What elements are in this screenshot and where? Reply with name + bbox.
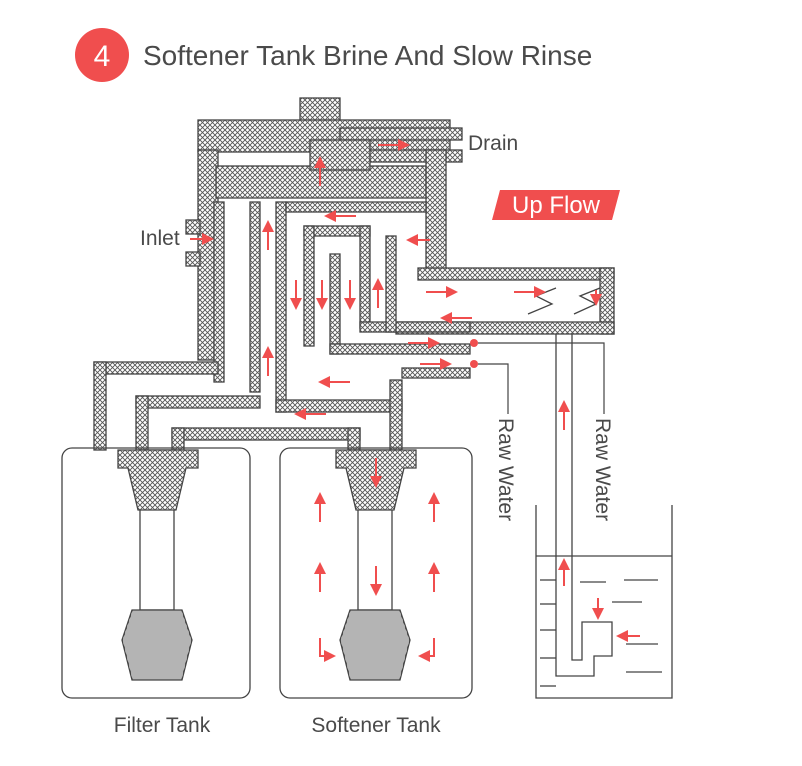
filter-outer-vertical	[93, 361, 107, 451]
step-number: 4	[94, 40, 111, 73]
filter-tank-strainer	[121, 609, 193, 681]
filter-outer-horizontal	[93, 361, 219, 375]
brine-tank	[527, 287, 673, 699]
raw-water-leader-1	[478, 363, 509, 414]
inner-right-wall	[385, 235, 397, 333]
brine-draw-tube	[555, 334, 613, 677]
softener-horizontal-top	[275, 399, 403, 413]
raw-water-label-1: Raw Water	[494, 418, 517, 521]
softener-tank-label: Softener Tank	[311, 714, 441, 737]
softener-horizontal-bottom	[171, 427, 361, 441]
up-flow-badge: Up Flow	[492, 190, 620, 220]
softener-tank-body	[279, 447, 473, 699]
arrow-softener-corner-right	[418, 638, 435, 662]
u-tube-right	[359, 225, 371, 329]
softener-riser-left	[275, 201, 287, 413]
brine-tank-walls	[535, 505, 673, 699]
filter-inner-horizontal	[135, 395, 261, 409]
valve-right-wall	[425, 149, 447, 271]
step-indicator: 4	[75, 28, 129, 82]
up-flow-label: Up Flow	[512, 192, 601, 219]
u-tube-left	[303, 225, 315, 347]
filter-tank-collar	[117, 449, 199, 511]
top-distributor	[285, 201, 427, 213]
raw-water-line-2	[401, 367, 471, 379]
raw-water-leaders	[470, 339, 605, 414]
filter-tank-body	[61, 447, 251, 699]
injector-pipe-top	[417, 267, 615, 281]
raw-water-line-0	[359, 321, 471, 333]
raw-water-label-2: Raw Water	[591, 418, 614, 521]
raw-water-line-1	[329, 343, 471, 355]
filter-tank-label: Filter Tank	[114, 714, 211, 737]
drain-pipe-upper	[339, 127, 463, 141]
internal-pipes	[93, 201, 471, 451]
inlet-stub-top	[185, 219, 201, 235]
softener-drop-left	[171, 427, 185, 451]
flow-arrows	[190, 139, 640, 662]
u-tube-center	[329, 253, 341, 355]
softener-vertical-right	[389, 379, 403, 451]
arrow-softener-corner-left	[319, 638, 336, 662]
softener-drop-right	[347, 427, 361, 451]
inlet-stub-bottom	[185, 251, 201, 267]
filter-tank	[61, 447, 251, 699]
control-valve	[185, 97, 615, 361]
step-circle	[75, 28, 129, 82]
drain-label: Drain	[468, 132, 518, 155]
injector-zigzag-left	[527, 287, 557, 315]
filter-inner-vertical	[135, 395, 149, 451]
filter-riser-left	[213, 201, 225, 383]
inlet-label: Inlet	[140, 227, 180, 250]
page-title: Softener Tank Brine And Slow Rinse	[143, 40, 592, 71]
injector-zigzag-right	[573, 287, 601, 315]
raw-water-leader-2	[478, 342, 605, 414]
filter-riser-right	[249, 201, 261, 393]
softener-tank-strainer	[339, 609, 411, 681]
